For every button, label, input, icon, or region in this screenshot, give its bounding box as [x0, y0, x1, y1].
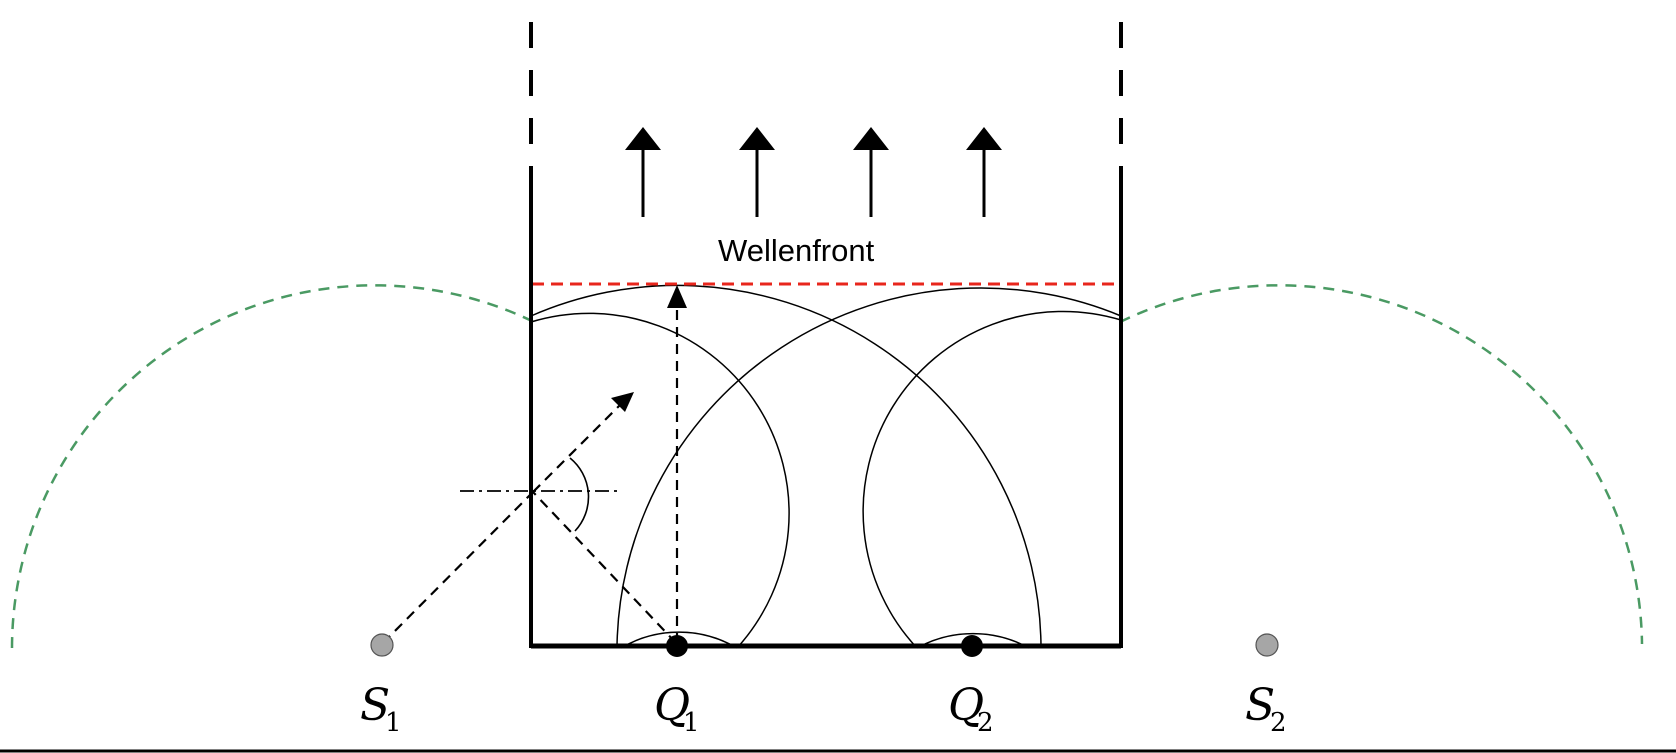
ray-q1-to-wall — [532, 491, 677, 644]
propagation-arrows — [625, 127, 1002, 217]
center-q1-dot — [666, 635, 688, 657]
wavelet-q1-inner — [530, 312, 790, 649]
label-q2: Q 2 — [948, 680, 994, 738]
source-s1-dot — [370, 633, 394, 657]
source-s2-dot — [1255, 633, 1279, 657]
reflected-ray — [532, 394, 631, 493]
ray-q1-vertical-arrowhead — [667, 285, 687, 308]
wavelet-q2-large — [616, 287, 1122, 647]
wavelet-q1-large — [530, 284, 1042, 647]
label-q1-letter: Q — [654, 680, 690, 731]
label-q1: Q 1 — [654, 680, 700, 738]
label-s1-index: 1 — [385, 708, 402, 738]
wavelet-q2-inner — [862, 310, 1122, 649]
virtual-wave-arc-left — [10, 284, 535, 649]
label-s1: S 1 — [360, 680, 402, 738]
center-q2-dot — [961, 635, 983, 657]
label-s1-letter: S — [360, 680, 390, 731]
virtual-wave-arc-right — [1119, 284, 1644, 645]
propagation-arrowhead-2 — [739, 127, 775, 150]
propagation-arrowhead-1 — [625, 127, 661, 150]
angle-arc — [569, 457, 590, 532]
label-q2-index: 2 — [977, 708, 994, 738]
label-s2-letter: S — [1245, 680, 1275, 731]
wavelet-q2-small — [916, 632, 1030, 649]
label-s2: S 2 — [1245, 680, 1287, 738]
incident-ray — [382, 491, 534, 644]
reflected-ray-arrowhead — [611, 392, 634, 412]
wavefront-label: Wellenfront — [718, 233, 875, 268]
wavelet-q1-small — [620, 631, 738, 649]
label-q1-index: 1 — [683, 708, 700, 738]
propagation-arrowhead-3 — [853, 127, 889, 150]
propagation-arrowhead-4 — [966, 127, 1002, 150]
label-s2-index: 2 — [1270, 708, 1287, 738]
label-q2-letter: Q — [948, 680, 984, 731]
